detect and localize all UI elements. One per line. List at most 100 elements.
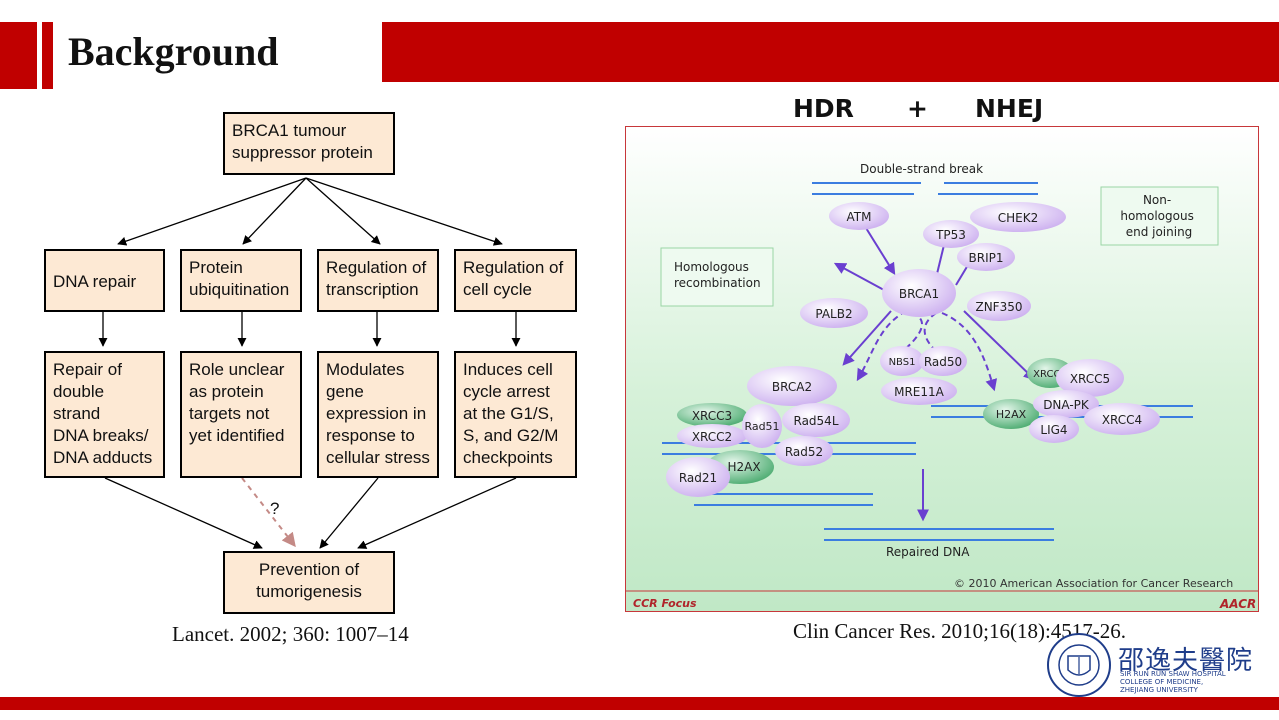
citation-lancet: Lancet. 2002; 360: 1007–14	[172, 622, 409, 646]
arrow-effect3-outcome	[319, 477, 379, 549]
label-znf350: ZNF350	[975, 300, 1022, 314]
arrow-root-ubiquitination	[242, 177, 307, 245]
node-xrcc2	[677, 424, 747, 448]
node-palb2	[800, 298, 868, 328]
node-rad52	[775, 436, 833, 466]
label-xrcc3: XRCC3	[692, 409, 732, 423]
node-dnapk	[1033, 390, 1099, 418]
nhej-label-line1: Non-	[1143, 193, 1171, 207]
node-rad21	[666, 457, 730, 497]
slide-title: Background	[68, 29, 279, 74]
nhej-label-box	[1100, 186, 1219, 246]
node-tp53	[923, 220, 979, 248]
node-chek2	[970, 202, 1066, 232]
journal-mark: CCR Focus	[633, 597, 697, 610]
nhej-label: Non- homologous end joining	[1120, 193, 1197, 239]
node-atm	[829, 202, 889, 230]
header-bar-accent	[42, 22, 53, 89]
label-xrcc6: XRCC6	[1033, 369, 1067, 380]
arrow-root-transcription	[305, 177, 381, 245]
label-mre11a: MRE11A	[894, 385, 945, 399]
dashed-arrow-uncertain	[241, 477, 296, 548]
label-rad52: Rad52	[785, 445, 823, 459]
node-lig4	[1029, 415, 1079, 443]
function-box-transcription: Regulation of transcription	[317, 249, 439, 312]
heading-nhej: NHEJ	[975, 94, 1044, 123]
figure-copyright: © 2010 American Association for Cancer R…	[954, 577, 1233, 590]
dashed-arrow-mrn-hr	[856, 310, 907, 382]
label-double-strand-break: Double-strand break	[860, 162, 983, 176]
label-xrcc2: XRCC2	[692, 430, 732, 444]
label-lig4: LIG4	[1040, 423, 1067, 437]
node-brip1	[957, 243, 1015, 271]
label-dnapk: DNA-PK	[1043, 398, 1090, 412]
function-box-cell-cycle: Regulation of cell cycle	[454, 249, 577, 312]
line-brca1-brip1	[955, 264, 969, 286]
label-rad50: Rad50	[924, 355, 962, 369]
label-brca2: BRCA2	[772, 380, 812, 394]
node-znf350	[967, 291, 1031, 321]
arrow-effect1-outcome	[104, 477, 263, 549]
node-brca2	[747, 366, 837, 406]
publisher-mark: AACR	[1219, 597, 1256, 611]
label-chek2: CHEK2	[998, 211, 1039, 225]
header-bar-right	[382, 22, 1279, 82]
footer-bar	[0, 697, 1279, 710]
node-xrcc4	[1084, 403, 1160, 435]
dashed-arrow-mrn-nhej	[941, 312, 998, 392]
node-brca1	[882, 269, 956, 317]
nhej-label-line2: homologous	[1120, 209, 1193, 223]
arrow-brca1-nhej	[963, 310, 1036, 381]
hospital-name-english: SIR RUN RUN SHAW HOSPITAL COLLEGE OF MED…	[1120, 670, 1226, 694]
hr-label-line1: Homologous	[674, 260, 749, 274]
root-box: BRCA1 tumour suppressor protein	[223, 112, 395, 175]
effect-box-cell-cycle: Induces cell cycle arrest at the G1/S, S…	[454, 351, 577, 478]
arrow-effect4-outcome	[357, 477, 517, 549]
label-nbs1: NBS1	[889, 357, 916, 368]
arrow-atm-brca1	[865, 227, 896, 276]
function-box-ubiquitination: Protein ubiquitination	[180, 249, 302, 312]
node-rad50	[919, 346, 967, 376]
arrow-brca1-brca2	[842, 310, 892, 366]
dna-repair-figure: Double-strand break Homologous recombina…	[625, 126, 1259, 612]
effect-box-ubiquitination: Role unclear as protein targets not yet …	[180, 351, 302, 478]
node-nbs1	[880, 346, 924, 376]
label-brip1: BRIP1	[969, 251, 1004, 265]
header-bar-left	[0, 22, 37, 89]
label-atm: ATM	[847, 210, 872, 224]
nhej-label-line3: end joining	[1126, 225, 1193, 239]
node-rad51	[742, 404, 782, 448]
label-h2ax-hr: H2AX	[727, 460, 760, 474]
node-rad54l	[782, 403, 850, 437]
outcome-box: Prevention of tumorigenesis	[223, 551, 395, 614]
label-rad21: Rad21	[679, 471, 717, 485]
node-xrcc3	[677, 403, 747, 427]
arrow-root-dna-repair	[117, 177, 307, 246]
label-repaired-dna: Repaired DNA	[886, 545, 970, 559]
arrow-root-cell-cycle	[305, 177, 503, 246]
hr-label-line2: recombination	[674, 276, 761, 290]
node-mre11a	[881, 377, 957, 405]
label-tp53: TP53	[935, 228, 966, 242]
heading-hdr: HDR	[793, 94, 854, 123]
label-rad51: Rad51	[744, 420, 779, 433]
hospital-seal-icon	[1047, 633, 1111, 697]
arrow-brca1-hr	[833, 262, 885, 291]
label-rad54l: Rad54L	[794, 414, 839, 428]
label-xrcc4: XRCC4	[1102, 413, 1142, 427]
node-h2ax-nhej	[983, 399, 1039, 429]
function-box-dna-repair: DNA repair	[44, 249, 165, 312]
label-palb2: PALB2	[815, 307, 852, 321]
label-brca1: BRCA1	[899, 287, 939, 301]
effect-box-dna-repair: Repair of double strand DNA breaks/ DNA …	[44, 351, 165, 478]
heading-plus: +	[907, 94, 928, 123]
effect-box-transcription: Modulates gene expression in response to…	[317, 351, 439, 478]
node-xrcc5	[1056, 359, 1124, 397]
hr-label: Homologous recombination	[674, 260, 761, 290]
label-h2ax-nhej: H2AX	[996, 408, 1027, 421]
flowchart-connectors: ?	[98, 177, 521, 549]
hospital-name-chinese: 邵逸夫醫院	[1118, 646, 1254, 676]
uncertain-mark: ?	[270, 499, 279, 518]
label-xrcc5: XRCC5	[1070, 372, 1110, 386]
hr-label-box	[660, 247, 774, 307]
